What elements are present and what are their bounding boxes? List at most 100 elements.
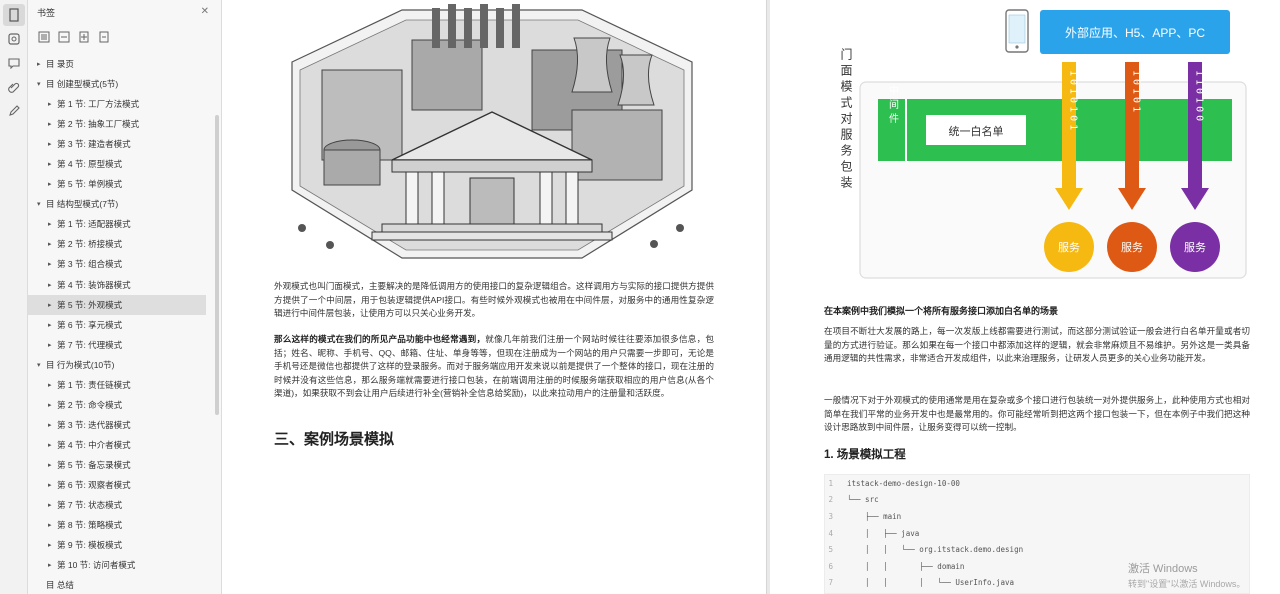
caret-right-icon[interactable]: ▸: [37, 61, 41, 69]
section-title: 三、案例场景模拟: [274, 431, 395, 448]
outline-item[interactable]: ▸第 5 节: 外观模式: [28, 294, 206, 315]
code-text: │ ├── java: [847, 528, 920, 538]
outline-item[interactable]: ▸第 10 节: 访问者模式: [28, 555, 216, 575]
caret-right-icon[interactable]: ▸: [48, 542, 52, 550]
document-page-right: 外部应用、H5、APP、PC 门面模式对服务包装 中间件 统一白名单 10101…: [770, 0, 1280, 594]
pen-icon: [9, 105, 20, 116]
code-line: 4 │ ├── java: [825, 525, 1249, 542]
caret-right-icon[interactable]: ▸: [48, 121, 52, 129]
outline-item[interactable]: ▸第 5 节: 备忘录模式: [28, 455, 216, 475]
caret-right-icon[interactable]: ▸: [48, 461, 52, 469]
caret-down-icon[interactable]: ▾: [37, 201, 41, 209]
caret-down-icon[interactable]: ▾: [37, 361, 41, 369]
outline-item[interactable]: ▸目 录页: [28, 54, 216, 74]
outline-item[interactable]: ▸第 1 节: 责任链模式: [28, 375, 216, 395]
outline-item[interactable]: ▸第 2 节: 桥接模式: [28, 234, 216, 254]
outline-item-label: 第 1 节: 适配器模式: [57, 219, 131, 230]
caret-right-icon[interactable]: ▸: [48, 221, 52, 229]
outline-item-label: 目 行为模式(10节): [46, 359, 115, 370]
middleware-tag-text: 中间件: [887, 84, 899, 127]
outline-item[interactable]: ▸ 第 1 节: 适配器模式: [28, 214, 216, 234]
outline-item[interactable]: ▸ 第 3 节: 组合模式: [28, 254, 216, 274]
outline-item[interactable]: ▾目 创建型模式(5节): [28, 74, 216, 94]
bookmark-toolbar: [28, 24, 221, 50]
outline-item[interactable]: ▸第 8 节: 策略模式: [28, 515, 216, 535]
outline-item[interactable]: ▾ 目 结构型模式(7节): [28, 194, 216, 214]
close-icon[interactable]: ✕: [200, 6, 209, 17]
outline-item[interactable]: ▸第 7 节: 代理模式: [28, 335, 216, 355]
service-label: 服务: [1058, 241, 1080, 254]
side-title: 门面模式对服务包装: [839, 47, 853, 192]
caret-right-icon[interactable]: ▸: [48, 441, 52, 449]
outline-item[interactable]: ▸第 3 节: 建造者模式: [28, 134, 216, 154]
code-line: 2└── src: [825, 492, 1249, 509]
arrow-3: 110100: [1181, 62, 1209, 210]
bookmark-scrollbar[interactable]: [215, 115, 219, 415]
expand-all-icon[interactable]: [38, 31, 50, 43]
outline-item-label: 第 6 节: 享元模式: [57, 319, 123, 330]
caret-right-icon[interactable]: ▸: [48, 181, 52, 189]
outline-item-label: 第 6 节: 观察者模式: [57, 480, 131, 490]
outline-item[interactable]: ▸ 第 7 节: 状态模式: [28, 495, 216, 515]
signature-panel-button[interactable]: [3, 100, 25, 122]
whitelist-box: [926, 115, 1026, 145]
outline-item-label: 第 4 节: 中介者模式: [57, 439, 131, 450]
outline-item-label: 第 3 节: 迭代器模式: [57, 419, 131, 430]
outline-item-label: 第 9 节: 模板模式: [57, 540, 123, 551]
outline-item[interactable]: 目 总结: [28, 575, 216, 594]
caret-right-icon[interactable]: ▸: [48, 522, 52, 530]
thumbnail-panel-button[interactable]: [3, 28, 25, 50]
caret-right-icon[interactable]: ▸: [48, 502, 52, 510]
attachment-panel-button[interactable]: [3, 76, 25, 98]
outline-item-label: 第 3 节: 组合模式: [57, 259, 123, 270]
outline-item[interactable]: ▸第 1 节: 工厂方法模式: [28, 94, 216, 114]
caret-right-icon[interactable]: ▸: [48, 241, 52, 249]
caret-down-icon[interactable]: ▾: [37, 81, 41, 89]
outline-item[interactable]: ▸第 2 节: 抽象工厂模式: [28, 114, 216, 134]
outline-item[interactable]: ▸第 4 节: 原型模式: [28, 154, 216, 174]
code-line: 3 ├── main: [825, 508, 1249, 525]
add-bookmark-icon[interactable]: [78, 31, 90, 43]
delete-bookmark-icon[interactable]: [98, 31, 110, 43]
line-number: 1: [828, 478, 833, 488]
caret-right-icon[interactable]: ▸: [48, 321, 52, 329]
collapse-all-icon[interactable]: [58, 31, 70, 43]
outline-item-label: 目 结构型模式(7节): [46, 199, 119, 210]
caret-right-icon[interactable]: ▸: [48, 281, 52, 289]
service-label: 服务: [1184, 241, 1206, 254]
caret-right-icon[interactable]: ▸: [48, 562, 52, 570]
outline-item[interactable]: ▸ 第 4 节: 装饰器模式: [28, 275, 216, 295]
paragraph-2: 那么这样的模式在我们的所见产品功能中也经常遇到，就像几年前我们注册一个网站时候往…: [274, 333, 714, 401]
comment-panel-button[interactable]: [3, 52, 25, 74]
caret-right-icon[interactable]: ▸: [48, 261, 52, 269]
code-text: ├── main: [847, 511, 902, 521]
outline-item[interactable]: ▸ 第 3 节: 迭代器模式: [28, 415, 216, 435]
caret-right-icon[interactable]: ▸: [48, 482, 52, 489]
outline-item[interactable]: ▾ 目 行为模式(10节): [28, 355, 216, 375]
outline-item-label: 第 7 节: 状态模式: [57, 500, 123, 511]
outline-item[interactable]: ▸第 5 节: 单例模式: [28, 174, 216, 194]
outline-item[interactable]: ▸ 第 9 节: 模板模式: [28, 535, 216, 555]
bookmark-panel-button[interactable]: [3, 4, 25, 26]
code-text: └── src: [847, 495, 879, 505]
outline-item[interactable]: ▸ 第 6 节: 享元模式: [28, 315, 216, 335]
caret-right-icon[interactable]: ▸: [48, 421, 52, 429]
watermark-line-2: 转到"设置"以激活 Windows。: [1128, 579, 1246, 589]
caret-right-icon[interactable]: ▸: [48, 101, 52, 109]
line-number: 6: [828, 561, 833, 571]
caret-right-icon[interactable]: ▸: [48, 301, 52, 309]
document-page-left: 外观模式也叫门面模式，主要解决的是降低调用方的使用接口的复杂逻辑组合。这样调用方…: [222, 0, 767, 594]
caret-right-icon[interactable]: ▸: [48, 141, 52, 149]
caret-right-icon[interactable]: ▸: [48, 401, 52, 409]
outline-item[interactable]: ▸ 第 4 节: 中介者模式: [28, 435, 216, 455]
outline-item[interactable]: ▸第 2 节: 命令模式: [28, 395, 216, 415]
caret-right-icon[interactable]: ▸: [48, 161, 52, 169]
p2-subheading: 1. 场景模拟工程: [824, 449, 906, 461]
services: 服务服务服务: [1044, 222, 1220, 272]
outline-item-label: 第 4 节: 装饰器模式: [57, 279, 131, 290]
caret-right-icon[interactable]: ▸: [48, 341, 52, 349]
outline-item[interactable]: ▸ 第 6 节: 观察者模式: [28, 475, 216, 495]
caret-right-icon[interactable]: ▸: [48, 381, 52, 389]
